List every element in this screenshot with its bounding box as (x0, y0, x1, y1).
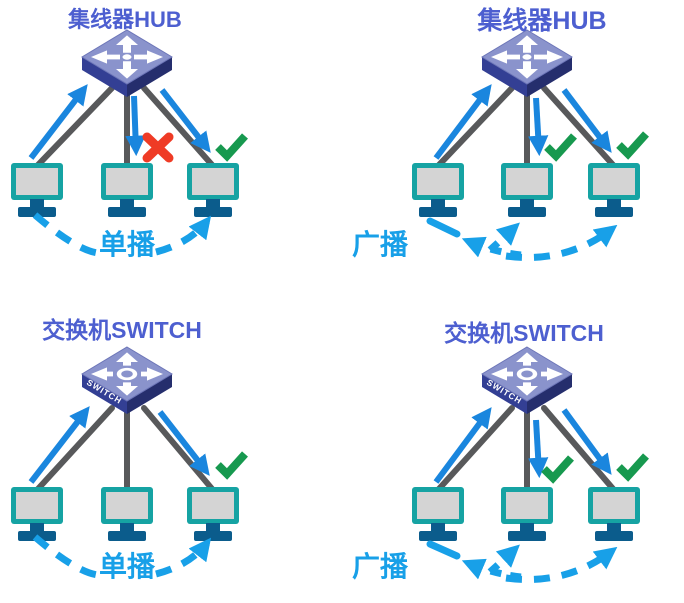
cable-line (34, 405, 115, 493)
receive-arrow (561, 88, 612, 153)
computer-icon (11, 163, 63, 217)
switch-icon: SWITCH (481, 346, 573, 414)
receive-arrow (159, 88, 211, 153)
unicast-flow-arrow (155, 537, 212, 578)
cable-line (435, 405, 515, 493)
accept-check-icon (218, 136, 245, 156)
computer-icon (501, 163, 553, 217)
mode-label: 广播 (352, 229, 409, 260)
send-arrow (433, 407, 492, 484)
switch-icon: SWITCH (81, 346, 173, 414)
cable-line (141, 405, 216, 493)
receive-arrow (157, 410, 210, 476)
mode-label: 单播 (99, 229, 156, 260)
send-arrow (28, 84, 88, 160)
cable-line (34, 85, 115, 169)
switch-broadcast-panel: SWITCH 交换机SWITCH 广播 (352, 320, 646, 583)
cable-line (541, 85, 617, 169)
hub-icon (481, 29, 573, 97)
hub-icon (81, 29, 173, 97)
switch-unicast-panel: SWITCH 交换机SWITCH 单播 (11, 317, 245, 582)
mode-label: 单播 (99, 551, 156, 582)
mode-label: 广播 (352, 551, 409, 582)
computer-icon (187, 163, 239, 217)
computer-icon (412, 163, 464, 217)
accept-check-icon (544, 458, 571, 478)
accept-check-icon (619, 456, 646, 476)
broadcast-flow-arrow (487, 544, 520, 575)
computer-icon (588, 163, 640, 217)
send-arrow (28, 406, 90, 484)
broadcast-flow-arrow (505, 546, 618, 583)
panel-title: 交换机SWITCH (42, 317, 202, 343)
unicast-flow-arrow (32, 534, 99, 579)
cable-line (541, 405, 617, 493)
computer-icon (412, 487, 464, 541)
cable-line (141, 85, 216, 169)
receive-arrow (561, 408, 612, 475)
unicast-flow-arrow (32, 212, 99, 257)
send-arrow (433, 84, 492, 160)
broadcast-flow-arrow (505, 224, 618, 261)
accept-check-icon (547, 136, 574, 156)
receive-arrow (527, 97, 549, 157)
receive-arrow (527, 419, 549, 479)
broadcast-flow-arrow (426, 540, 461, 560)
panel-title: 集线器HUB (476, 6, 606, 35)
hub-broadcast-panel: 集线器HUB 广播 (352, 6, 646, 261)
hub-unicast-panel: 集线器HUB 单播 (11, 7, 245, 260)
accept-check-icon (218, 454, 245, 474)
cable-line (435, 85, 515, 169)
panel-title: 交换机SWITCH (444, 320, 604, 346)
computer-icon (101, 487, 153, 541)
computer-icon (501, 487, 553, 541)
broadcast-flow-arrow (426, 217, 461, 238)
reject-cross-icon (142, 132, 174, 163)
computer-icon (187, 487, 239, 541)
panel-title: 集线器HUB (67, 7, 182, 32)
unicast-flow-arrow (155, 215, 212, 256)
accept-check-icon (619, 134, 646, 154)
computer-icon (101, 163, 153, 217)
computer-icon (11, 487, 63, 541)
receive-arrow (125, 95, 146, 157)
computer-icon (588, 487, 640, 541)
broadcast-flow-arrow (487, 222, 520, 253)
